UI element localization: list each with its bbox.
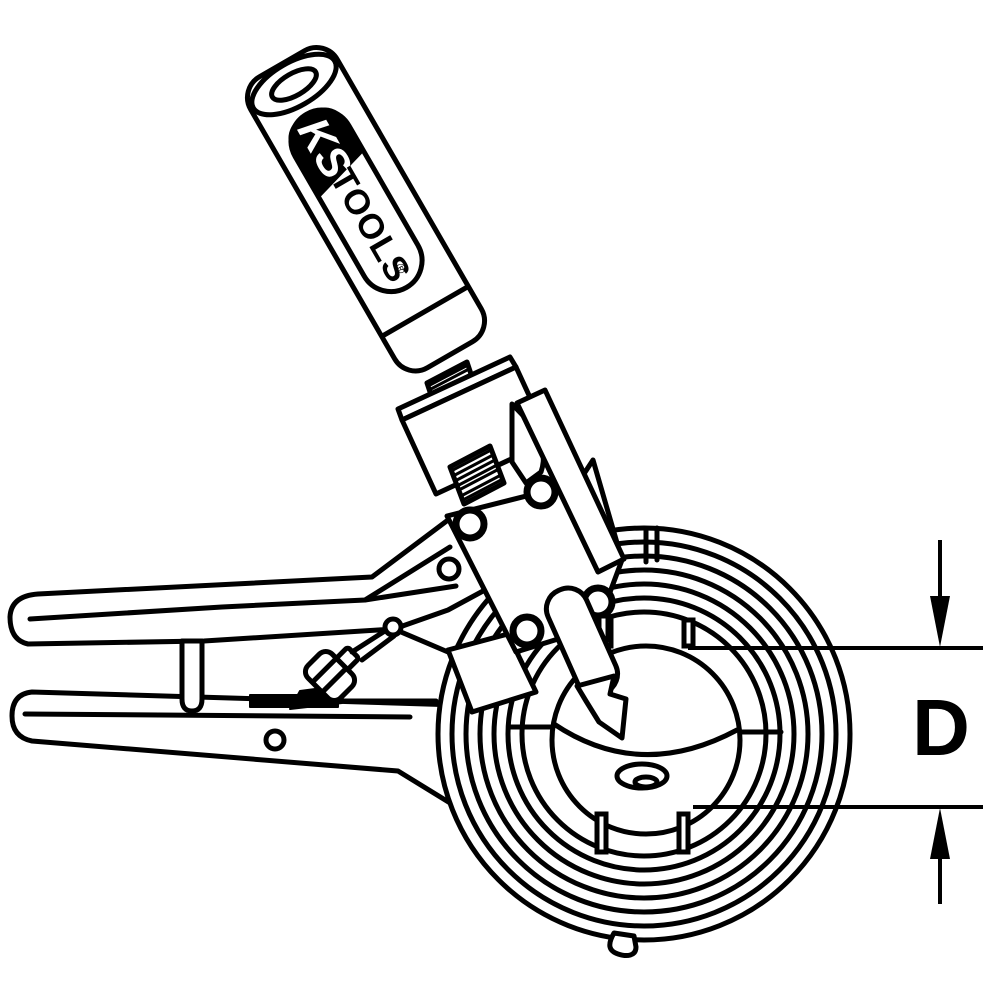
head-assembly: KS TOOLS ® — [244, 45, 629, 741]
rivet — [509, 613, 545, 649]
hub-side-lines — [506, 724, 784, 735]
upper-plier-handle — [7, 514, 499, 647]
coil-end-lines — [643, 525, 660, 565]
hub-slot-bottom-left — [594, 811, 609, 855]
adjuster-knurled-nut — [302, 648, 358, 704]
tool-handle: KS TOOLS ® — [244, 45, 488, 374]
rivet — [523, 474, 559, 510]
lower-handle-body — [9, 689, 555, 855]
hub-slot-bottom-right — [676, 811, 691, 855]
dimension-annotation: D — [688, 540, 983, 904]
upper-handle-inner-line — [27, 544, 453, 622]
hub-slot-top-right — [681, 617, 696, 649]
rod-lower-threads — [449, 448, 505, 502]
pivot-hole — [382, 616, 404, 638]
arrow-down-icon — [930, 540, 950, 647]
adjuster-screw — [249, 616, 439, 710]
handle-ferrule-line — [380, 284, 470, 338]
rivet — [452, 506, 488, 542]
head-arm-bar — [514, 387, 627, 575]
threaded-rod-lower — [447, 443, 507, 507]
yoke-hole — [436, 556, 462, 582]
lower-plier-handle — [9, 689, 555, 855]
lower-handle-inner-line — [22, 711, 413, 720]
knurl-lines — [310, 656, 349, 695]
hub-oval-inner — [632, 774, 660, 790]
handle-post — [179, 638, 205, 714]
yoke-spur-line — [362, 583, 459, 603]
coil-foot — [607, 930, 639, 958]
blade-tip — [574, 673, 629, 741]
lower-handle-hole — [263, 728, 287, 752]
linkage-line — [391, 626, 451, 655]
stripping-blade — [543, 585, 629, 741]
dimension-label: D — [912, 683, 970, 772]
logo-ks-field — [288, 107, 365, 199]
adjuster-shaft-lines — [349, 626, 397, 663]
handle-lanyard-hole — [269, 66, 319, 103]
arrow-up-icon — [930, 808, 950, 904]
hub-crescent — [551, 721, 740, 758]
